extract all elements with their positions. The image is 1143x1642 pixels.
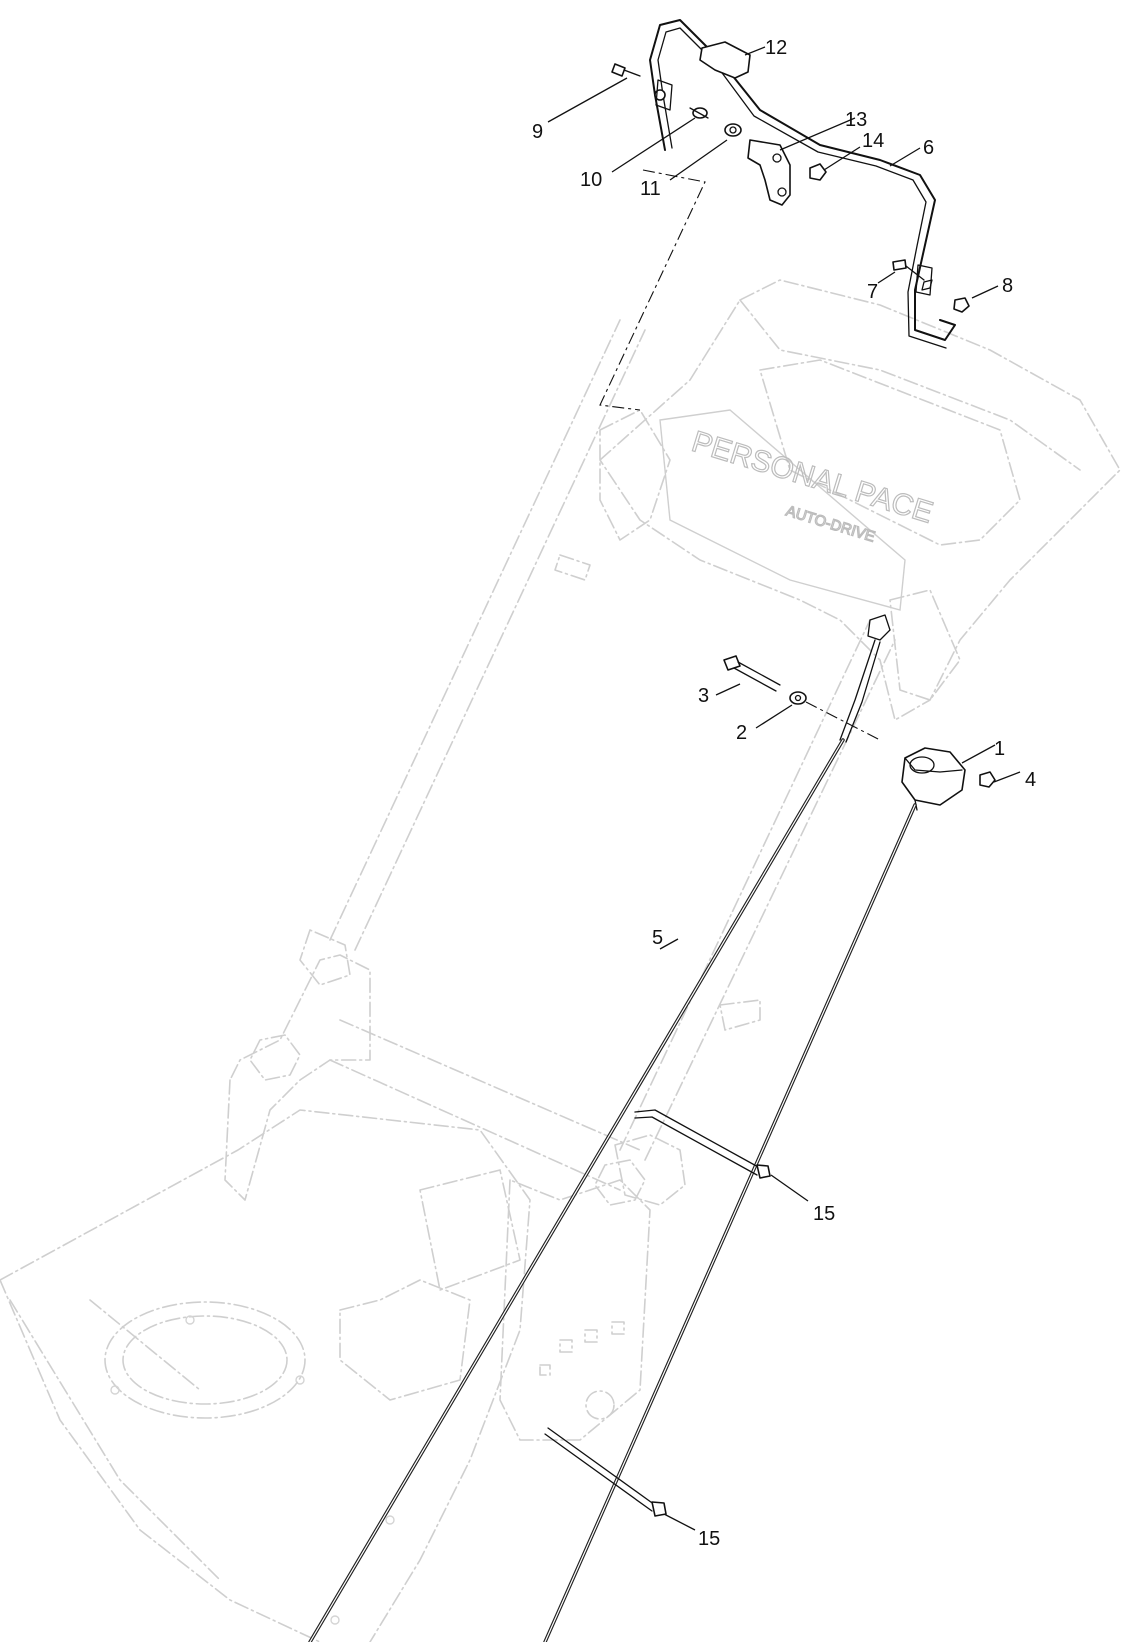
ghost-console-body	[599, 279, 1121, 721]
callout-15-upper: 15	[813, 1203, 835, 1225]
cable-tie-upper	[634, 1109, 771, 1179]
ghost-hub	[585, 1390, 615, 1420]
ghost-right-knob	[594, 1159, 646, 1206]
drive-cable-part-5	[308, 614, 891, 1642]
callout-10: 10	[580, 169, 602, 191]
callout-3: 3	[698, 685, 709, 707]
ghost-console-front	[659, 409, 906, 611]
ghost-slot	[611, 1321, 625, 1335]
ghost-blade-opening	[104, 1301, 306, 1419]
ghost-right-pivot	[614, 1134, 686, 1206]
bolt-part-3	[723, 655, 781, 692]
nut-part-8	[953, 297, 970, 313]
reference-dash-line	[599, 169, 706, 411]
control-cable	[543, 803, 917, 1642]
cable-tie-lower	[544, 1427, 667, 1517]
ghost-deck-mid	[339, 1279, 471, 1401]
bail-handle	[649, 19, 956, 349]
callout-13: 13	[845, 109, 867, 131]
callout-5: 5	[652, 927, 663, 949]
control-box-part-1	[901, 747, 966, 811]
callout-8: 8	[1002, 275, 1013, 297]
ghost-bolt	[185, 1315, 195, 1325]
callout-1: 1	[994, 738, 1005, 760]
ghost-deck-box	[419, 1169, 521, 1291]
washer-part-2	[789, 691, 807, 705]
ghost-upper-clip	[554, 554, 591, 581]
ghost-left-pivot	[299, 929, 351, 986]
callout-14: 14	[862, 130, 884, 152]
ghost-left-handle-tube	[329, 319, 646, 951]
callout-15-lower: 15	[698, 1528, 720, 1550]
ghost-mid-clip	[719, 999, 761, 1031]
ghost-right-console-mount	[889, 589, 961, 701]
nut-part-4	[979, 771, 996, 788]
ghost-crossbar	[329, 1019, 641, 1191]
ghost-right-handle-tube	[619, 619, 896, 1161]
bolt-part-7	[892, 259, 933, 291]
ghost-slot	[559, 1339, 573, 1353]
bolt-part-9	[611, 63, 641, 77]
ghost-mower-context: PERSONAL PACE AUTO-DRIVE	[0, 279, 1121, 1642]
ghost-blade-opening-inner	[122, 1315, 288, 1405]
ghost-bolt	[385, 1515, 395, 1525]
ghost-bolt	[330, 1615, 340, 1625]
ghost-left-knob	[249, 1034, 301, 1081]
nut-part-14	[809, 163, 827, 181]
ghost-slot	[584, 1329, 598, 1343]
callout-labels: 12 9 13 14 6 10 11 7 8 3 2 1 4 5 15 15	[532, 37, 1036, 1550]
ghost-slot	[539, 1364, 551, 1376]
ghost-right-bracket	[499, 1179, 651, 1441]
lever-plate	[747, 139, 791, 206]
callout-12: 12	[765, 37, 787, 59]
spring-clip-part-10	[689, 107, 709, 119]
ghost-console-top	[739, 299, 1081, 471]
callout-2: 2	[736, 722, 747, 744]
callout-6: 6	[923, 137, 934, 159]
ghost-bolt	[295, 1375, 305, 1385]
ghost-deck-line	[89, 1299, 201, 1391]
callout-7: 7	[867, 281, 878, 303]
control-grip	[699, 41, 751, 79]
ghost-left-bracket	[224, 954, 371, 1201]
bolt-axis-dash	[805, 701, 881, 741]
leader-lines	[547, 46, 1021, 1531]
ghost-deck-outline	[0, 1109, 531, 1642]
ghost-bolt	[110, 1385, 120, 1395]
ghost-console-pad	[759, 359, 1021, 546]
callout-9: 9	[532, 121, 543, 143]
callout-4: 4	[1025, 769, 1036, 791]
bushing-part-11	[724, 123, 742, 137]
ghost-deck-edge	[9, 1299, 221, 1581]
callout-11: 11	[640, 178, 661, 200]
